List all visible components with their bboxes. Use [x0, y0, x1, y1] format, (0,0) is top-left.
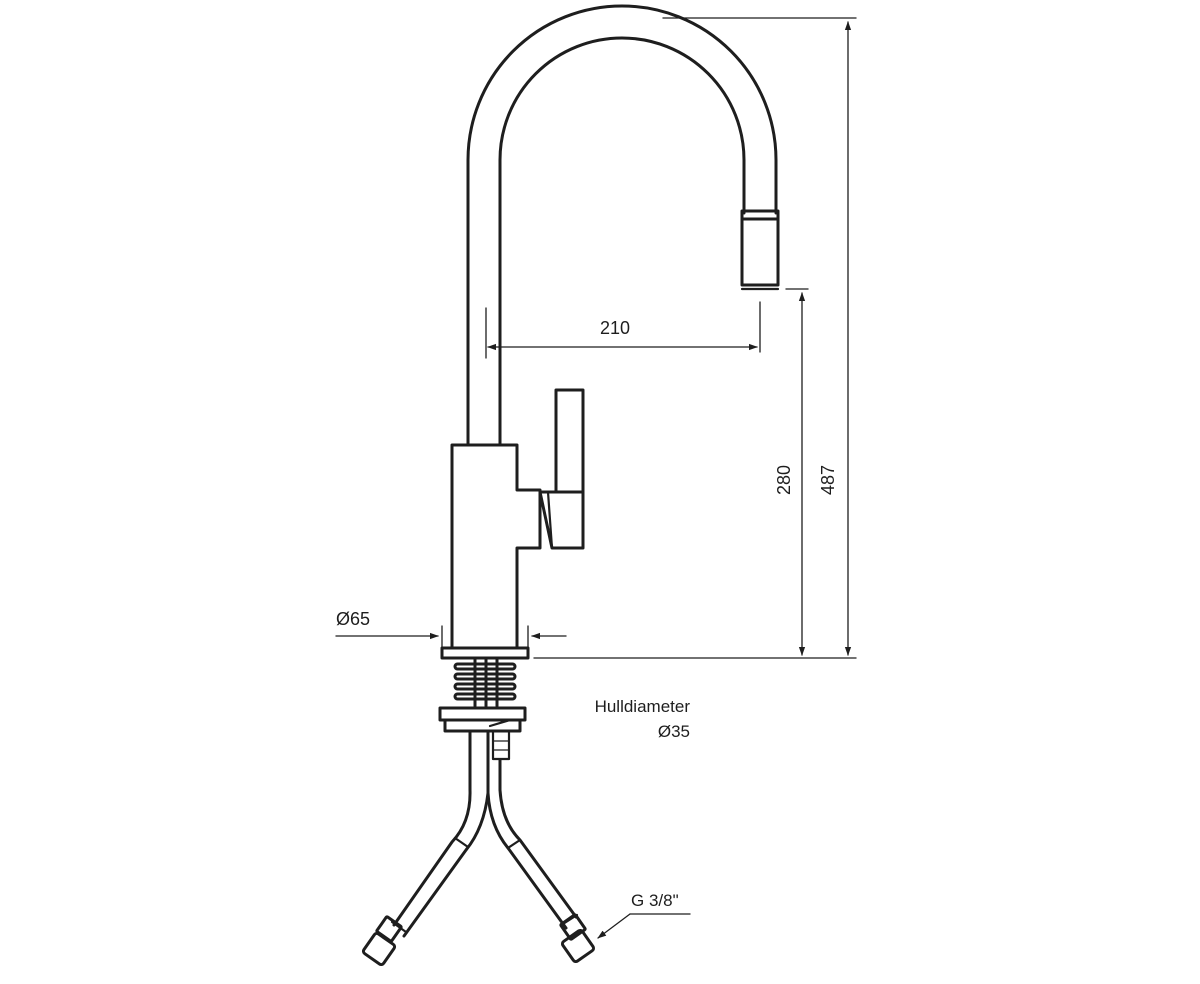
connection-label: G 3/8" — [631, 891, 679, 910]
hole-diameter-title: Hulldiameter — [595, 697, 691, 716]
base-diameter-label: Ø65 — [336, 609, 370, 629]
spout — [466, 4, 778, 447]
spout-height-label: 280 — [774, 465, 794, 495]
total-height-label: 487 — [818, 465, 838, 495]
mounting-thread — [453, 656, 517, 708]
base-diameter-dimension — [335, 625, 567, 649]
spout-height-dimension — [533, 288, 857, 659]
supply-hose-right — [486, 758, 596, 964]
supply-hose-left — [361, 729, 490, 967]
mounting-clamp — [438, 706, 527, 761]
faucet-body — [450, 443, 542, 650]
total-height-dimension — [662, 17, 857, 656]
spray-head — [740, 209, 780, 291]
hole-diameter-value: Ø35 — [658, 722, 690, 741]
connection-leader — [597, 913, 691, 939]
reach-label: 210 — [600, 318, 630, 338]
base-plate — [440, 646, 530, 660]
reach-dimension — [485, 301, 761, 359]
lever-handle — [538, 388, 585, 550]
